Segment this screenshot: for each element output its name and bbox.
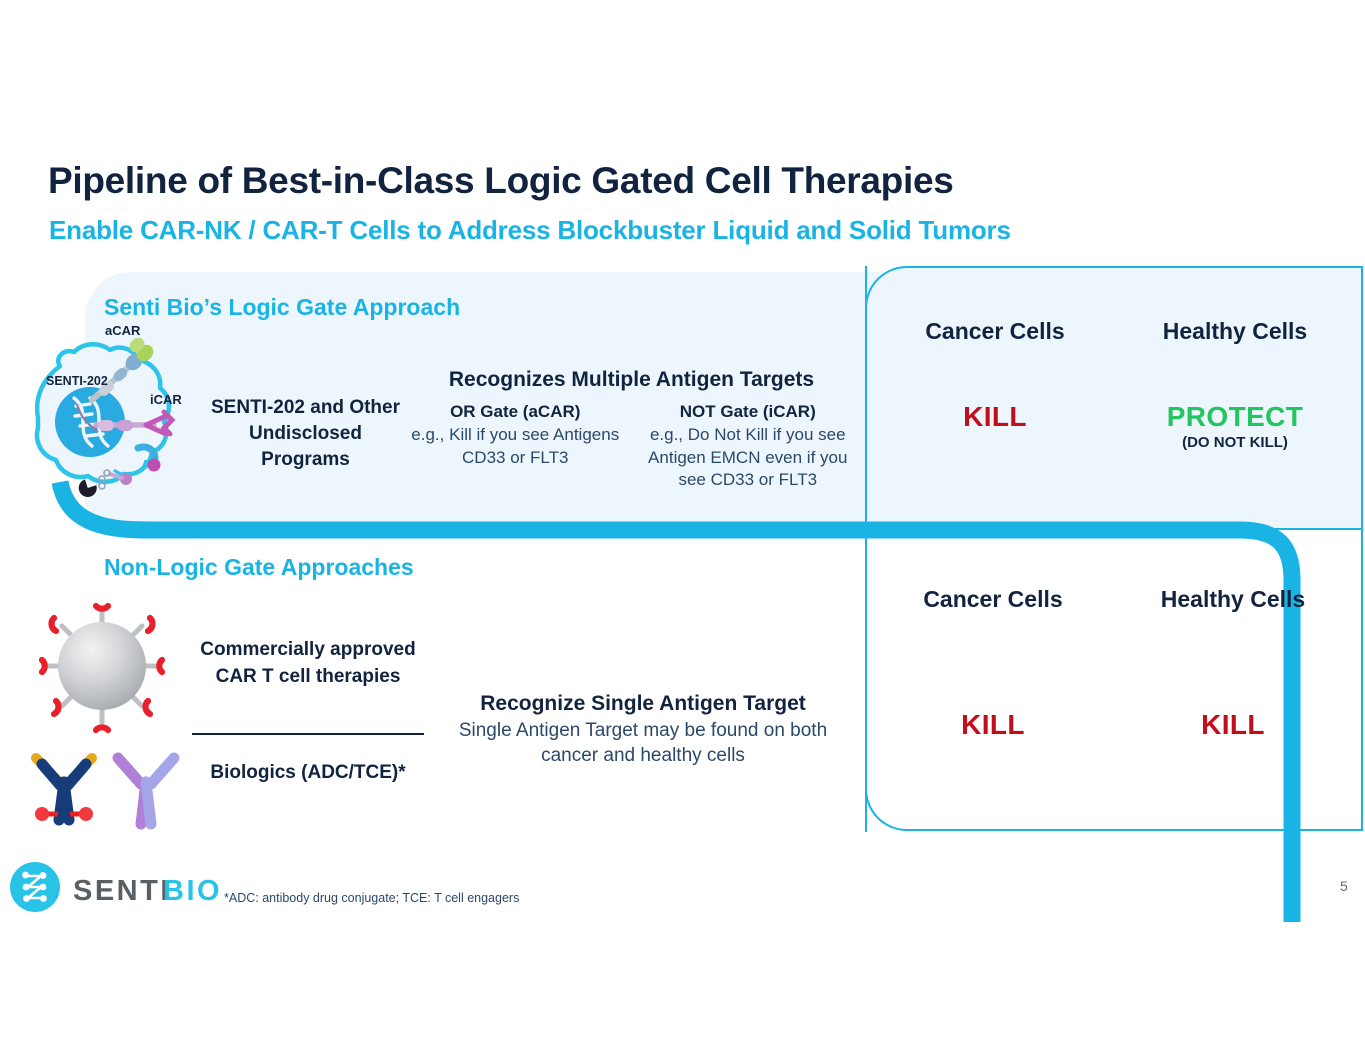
- panel-divider-line: [865, 266, 867, 832]
- outcome-column-healthy: Healthy Cells PROTECT (DO NOT KILL): [1115, 318, 1355, 451]
- logic-outcome-panel: [865, 266, 1363, 532]
- outcome-cell-type: Healthy Cells: [1160, 586, 1306, 612]
- nonlogic-outcome-grid: Cancer Cells KILL Healthy Cells KILL: [873, 586, 1353, 741]
- senti-bio-logo: SENTI BIO: [10, 862, 220, 912]
- tce-antibody-icon: [112, 752, 180, 830]
- adc-antibody-icon: [31, 753, 97, 826]
- logic-section-header: Senti Bio’s Logic Gate Approach: [104, 294, 461, 320]
- gate-description: e.g., Do Not Kill if you see Antigen EMC…: [648, 425, 848, 489]
- outcome-column-cancer: Cancer Cells KILL: [875, 318, 1115, 451]
- gate-item-not: NOT Gate (iCAR) e.g., Do Not Kill if you…: [637, 401, 860, 491]
- nonlogic-mechanism-block: Recognize Single Antigen Target Single A…: [428, 692, 858, 768]
- outcome-verdict: PROTECT: [1166, 401, 1304, 432]
- logic-program-label: SENTI-202 and Other Undisclosed Programs: [211, 397, 400, 471]
- page-title: Pipeline of Best-in-Class Logic Gated Ce…: [48, 160, 954, 201]
- nonlogic-section-header: Non-Logic Gate Approaches: [104, 554, 414, 580]
- outcome-verdict-sub: (DO NOT KILL): [1182, 434, 1288, 451]
- outcome-verdict: KILL: [963, 401, 1027, 432]
- antibody-icons: [31, 752, 180, 830]
- logic-gate-list: OR Gate (aCAR) e.g., Kill if you see Ant…: [404, 401, 859, 491]
- nonlogic-biologics-label: Biologics (ADC/TCE)*: [210, 762, 406, 783]
- nonlogic-mechanism-heading: Recognize Single Antigen Target: [480, 692, 806, 715]
- outcome-cell-type: Healthy Cells: [1162, 318, 1308, 344]
- outcome-verdict: KILL: [961, 709, 1025, 740]
- receptor-label-icar: iCAR: [150, 392, 182, 407]
- footnote: *ADC: antibody drug conjugate; TCE: T ce…: [224, 891, 520, 905]
- outcome-cell-type: Cancer Cells: [925, 318, 1065, 344]
- gate-name: OR Gate (aCAR): [450, 402, 581, 421]
- engineered-cell-diagram-icon: SENTI-202 aCAR iCAR: [34, 323, 182, 497]
- nonlogic-mechanism-sub: Single Antigen Target may be found on bo…: [458, 720, 828, 767]
- outcome-cell-type: Cancer Cells: [923, 586, 1063, 612]
- single-antigen-cell-icon: [38, 602, 166, 734]
- gate-description: e.g., Kill if you see Antigens CD33 or F…: [411, 425, 620, 467]
- logic-mechanism-heading: Recognizes Multiple Antigen Targets: [448, 368, 815, 391]
- receptor-label-acar: aCAR: [105, 323, 141, 338]
- cell-label-senti202: SENTI-202: [46, 374, 108, 388]
- outcome-column-cancer: Cancer Cells KILL: [873, 586, 1113, 741]
- outcome-column-healthy: Healthy Cells KILL: [1113, 586, 1353, 741]
- logic-outcome-grid: Cancer Cells KILL Healthy Cells PROTECT …: [875, 318, 1355, 451]
- gate-name: NOT Gate (iCAR): [679, 402, 816, 421]
- nonlogic-cart-label: Commercially approved CAR T cell therapi…: [200, 639, 416, 687]
- logo-wordmark-senti: SENTI: [73, 875, 171, 907]
- cyan-swoosh-connector: [51, 479, 1301, 922]
- page-subtitle: Enable CAR-NK / CAR-T Cells to Address B…: [49, 215, 1011, 245]
- outcome-verdict: KILL: [1201, 709, 1265, 740]
- nonlogic-label-divider: [192, 733, 424, 735]
- page-number: 5: [1340, 878, 1348, 894]
- logic-mechanism-block: Recognizes Multiple Antigen Targets OR G…: [404, 368, 859, 491]
- gate-item-or: OR Gate (aCAR) e.g., Kill if you see Ant…: [404, 401, 627, 491]
- logo-wordmark-bio: BIO: [163, 875, 220, 907]
